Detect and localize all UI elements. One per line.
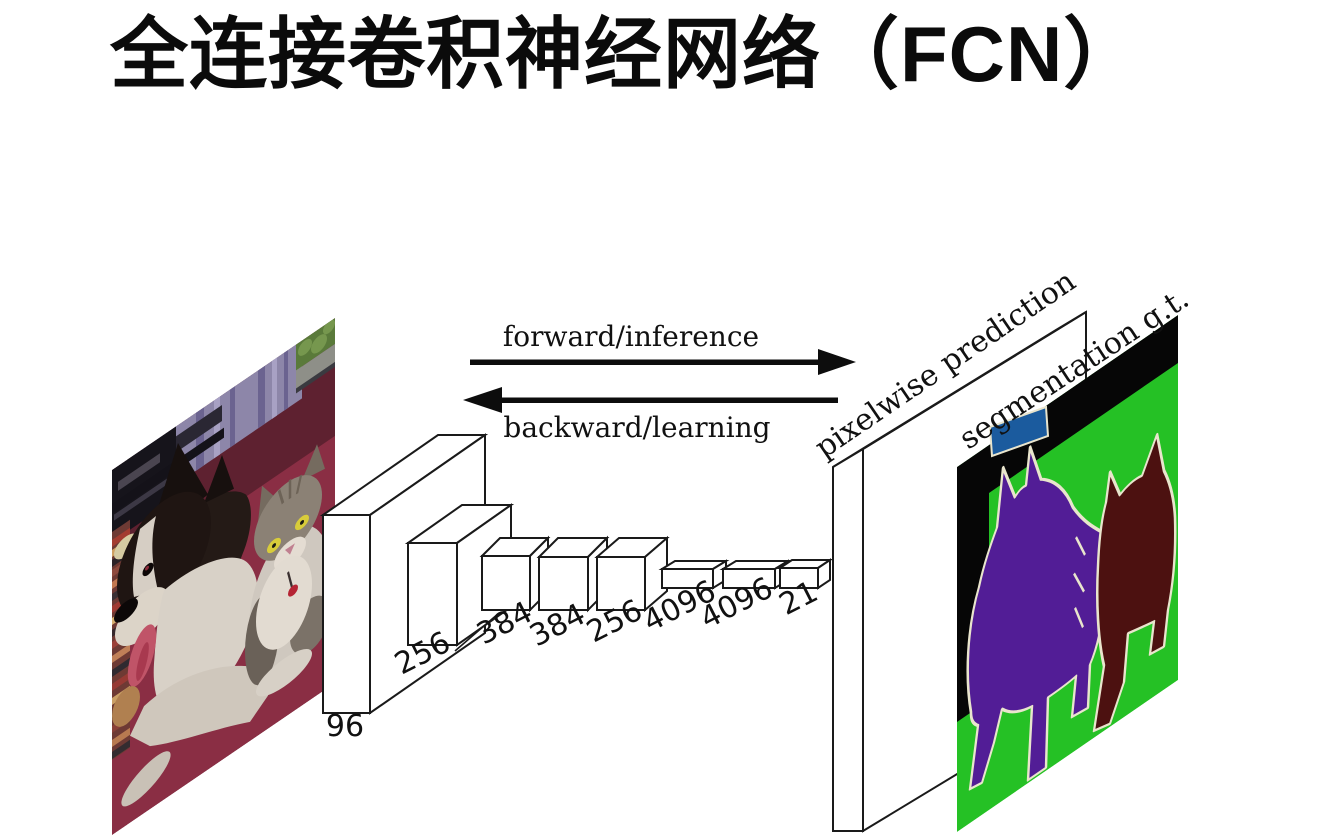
input-photo xyxy=(112,318,335,835)
forward-arrow-label: forward/inference xyxy=(503,320,759,353)
forward-arrow-icon xyxy=(470,349,856,375)
seg-blue-object xyxy=(988,405,1050,458)
photo-dog xyxy=(112,442,269,807)
label-leader-line xyxy=(454,612,500,652)
layer-size-96: 96 xyxy=(326,709,364,744)
conv-box-256b xyxy=(594,535,670,613)
fc-box-21 xyxy=(776,558,834,590)
photo-cat xyxy=(245,444,331,697)
slide-title: 全连接卷积神经网络（FCN） xyxy=(110,10,1143,98)
seg-dog-silhouette xyxy=(1092,432,1177,733)
backward-arrow-label: backward/learning xyxy=(503,411,770,444)
backward-arrow-icon xyxy=(463,387,838,413)
